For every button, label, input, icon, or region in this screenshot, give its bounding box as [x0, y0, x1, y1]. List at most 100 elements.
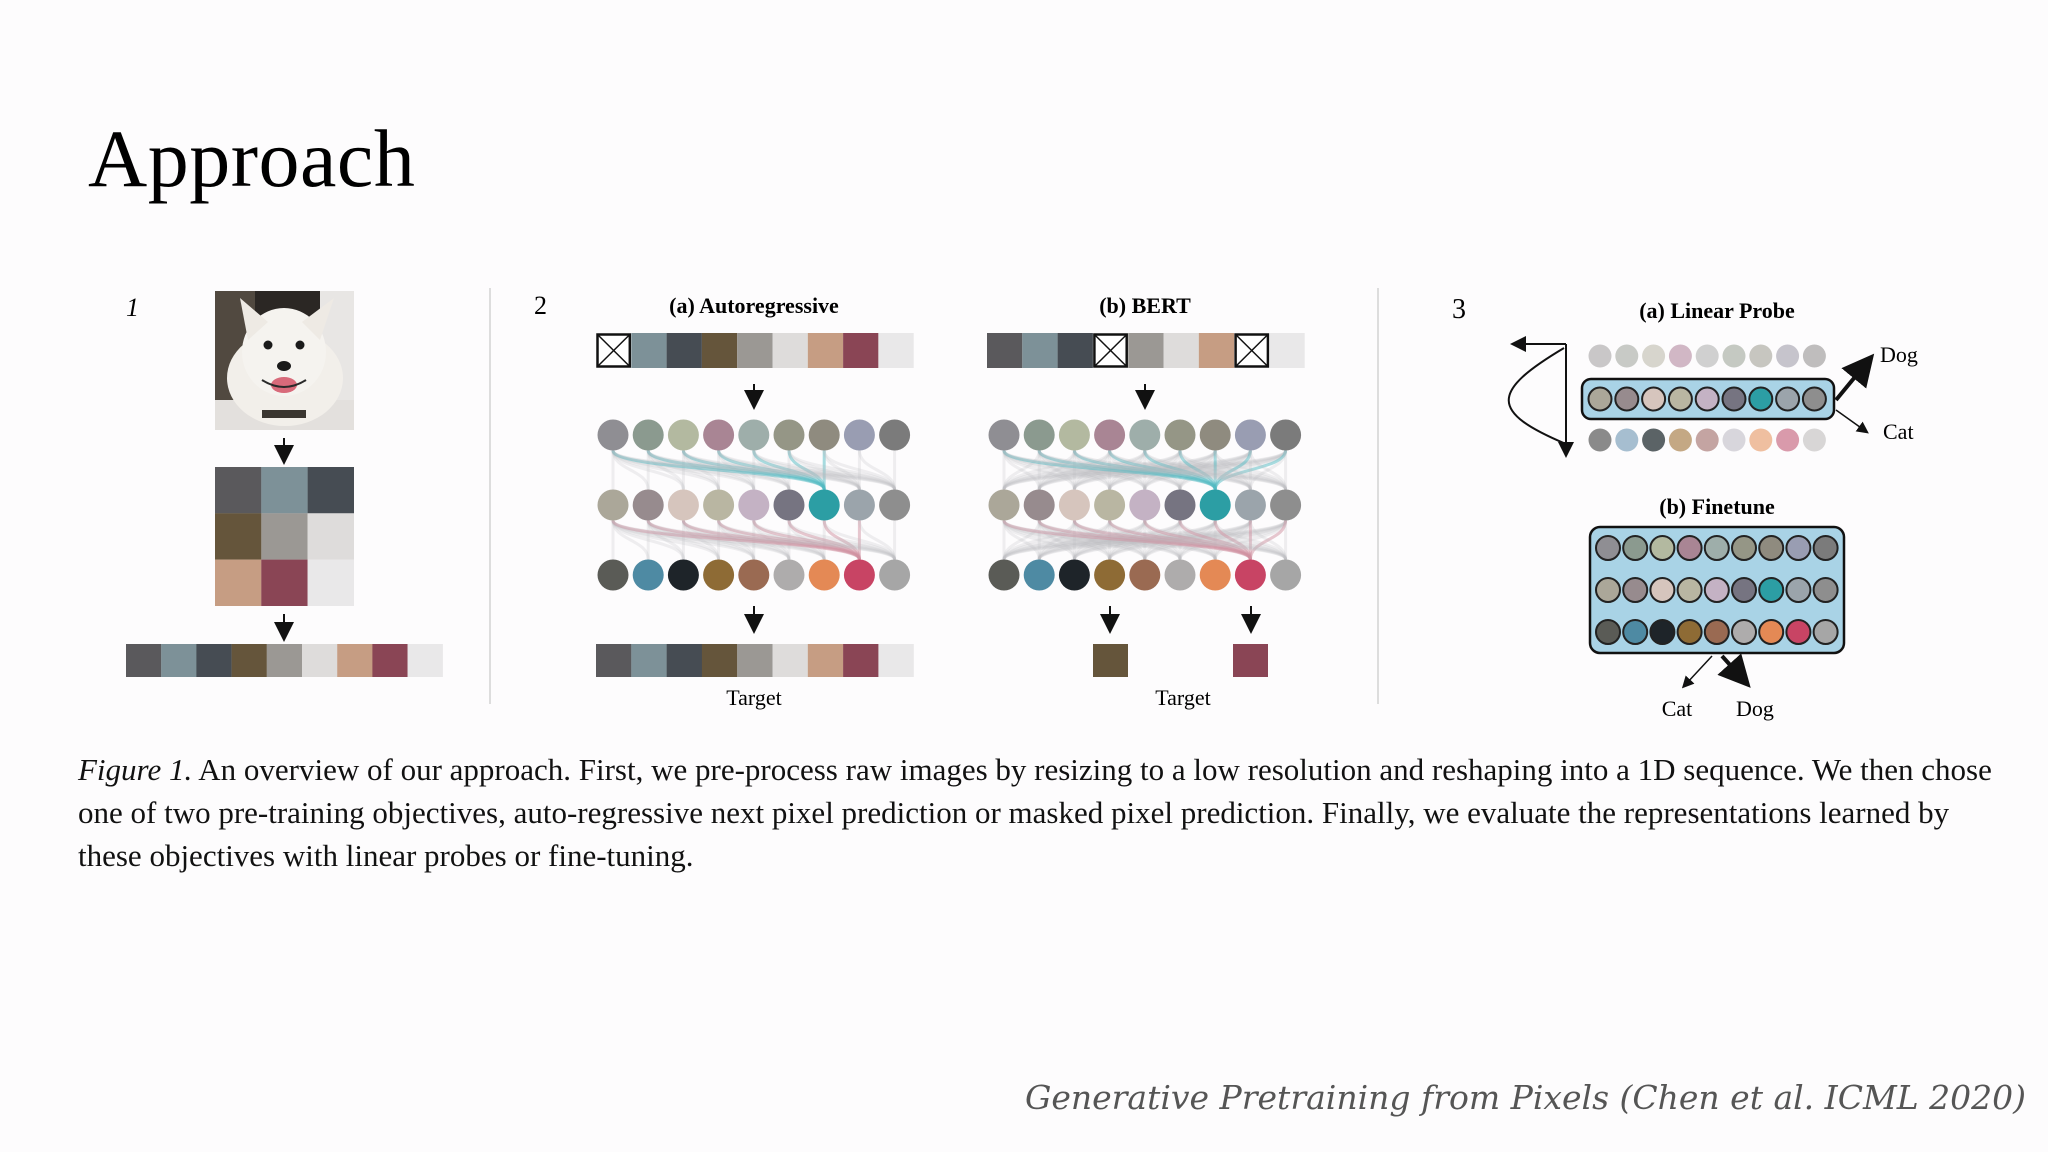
- attention-edge: [1037, 450, 1112, 490]
- attention-edge: [717, 449, 861, 491]
- attention-edge: [646, 450, 685, 490]
- hidden-unit: [879, 489, 911, 521]
- attention-edge: [611, 449, 721, 491]
- bert-title: (b) BERT: [1099, 293, 1191, 318]
- figure-caption: Figure 1. An overview of our approach. F…: [78, 748, 2008, 877]
- hidden-unit: [843, 559, 875, 591]
- attention-edge: [611, 450, 650, 490]
- attention-edge: [1002, 449, 1147, 491]
- attention-edge: [1178, 449, 1288, 491]
- attention-edge: [1037, 520, 1076, 560]
- attention-edge: [646, 449, 861, 491]
- target-pixel: [1233, 644, 1268, 677]
- finetune-dog-label: Dog: [1736, 696, 1774, 721]
- attention-edge: [681, 449, 897, 491]
- sequence-pixel: [126, 644, 162, 677]
- target-pixel: [596, 644, 632, 677]
- attention-edge: [646, 520, 721, 560]
- hidden-unit: [1023, 489, 1055, 521]
- hidden-unit: [632, 489, 664, 521]
- attention-edge: [1002, 450, 1076, 490]
- probe-unit-upper: [1615, 344, 1639, 368]
- mask-cross-line: [1094, 334, 1127, 367]
- sequence-pixel: [1057, 333, 1093, 368]
- attention-edge: [787, 450, 861, 490]
- autoregressive-target-sequence: [596, 644, 914, 677]
- attention-edge: [1178, 519, 1288, 561]
- mask-cross-line: [1235, 334, 1268, 367]
- attention-edge: [752, 449, 861, 491]
- attention-edge: [1002, 449, 1182, 491]
- panel-1-number: 1: [126, 293, 139, 322]
- attention-edge: [1037, 449, 1147, 491]
- attention-edge: [1002, 520, 1076, 560]
- probe-unit-selected: [1667, 386, 1693, 412]
- finetune-unit: [1812, 535, 1839, 561]
- probe-unit-upper: [1668, 344, 1692, 368]
- hidden-unit: [703, 489, 735, 521]
- autoregressive-transformer: [597, 419, 911, 591]
- target-pixel: [666, 644, 702, 677]
- hidden-unit: [1164, 489, 1196, 521]
- finetune-unit: [1649, 535, 1676, 561]
- probe-unit-upper: [1695, 344, 1719, 368]
- hidden-unit: [703, 419, 735, 451]
- attention-edge: [1213, 520, 1288, 560]
- hidden-unit: [1234, 489, 1266, 521]
- linear-probe-cat-label: Cat: [1883, 419, 1914, 444]
- finetune-unit: [1622, 619, 1649, 645]
- probe-unit-selected: [1748, 386, 1774, 412]
- attention-edge: [1037, 519, 1147, 561]
- bert-target-pixels: [1093, 644, 1268, 677]
- attention-edge: [1037, 449, 1288, 491]
- hidden-unit: [1270, 559, 1302, 591]
- pixel-cell: [261, 559, 308, 606]
- hidden-unit: [1270, 419, 1302, 451]
- sequence-pixel: [231, 644, 267, 677]
- attention-edge: [681, 450, 721, 490]
- sequence-pixel: [631, 333, 667, 368]
- sequence-pixel: [737, 333, 773, 368]
- finetune-unit: [1785, 577, 1812, 603]
- attention-edge: [1108, 519, 1288, 561]
- pixel-cell: [261, 467, 308, 514]
- probe-unit-selected: [1801, 386, 1827, 412]
- sequence-pixel: [878, 333, 914, 368]
- pixel-cell: [307, 467, 354, 514]
- sequence-pixel: [772, 333, 808, 368]
- caption-text: An overview of our approach. First, we p…: [78, 752, 1992, 873]
- attention-edge: [857, 520, 897, 560]
- attention-edge: [1108, 449, 1252, 491]
- finetune-title: (b) Finetune: [1659, 494, 1775, 519]
- pixel-cell: [215, 467, 262, 514]
- sequence-pixel: [337, 644, 373, 677]
- hidden-unit: [1164, 419, 1196, 451]
- attention-edge: [1037, 520, 1112, 560]
- probe-unit-upper: [1802, 344, 1826, 368]
- attention-edge: [1248, 520, 1288, 560]
- finetune-unit: [1703, 577, 1730, 603]
- hidden-unit: [703, 559, 735, 591]
- hidden-unit: [1094, 419, 1126, 451]
- attention-edge: [1108, 449, 1288, 491]
- hidden-unit: [843, 489, 875, 521]
- probe-unit-lower: [1588, 428, 1612, 452]
- attention-edge: [1002, 519, 1288, 561]
- attention-edge: [1213, 450, 1288, 490]
- hidden-unit: [1094, 559, 1126, 591]
- attention-edge: [1002, 450, 1076, 490]
- attention-edge: [717, 519, 897, 561]
- sequence-pixel: [1163, 333, 1199, 368]
- attention-edge: [1072, 449, 1288, 491]
- attention-edge: [611, 520, 685, 560]
- sequence-pixel: [1198, 333, 1235, 368]
- sequence-pixel: [843, 333, 879, 368]
- probe-unit-selected: [1721, 386, 1747, 412]
- pixel-cell: [215, 513, 262, 560]
- bert-transformer: [988, 419, 1302, 591]
- hidden-unit: [632, 559, 664, 591]
- probe-unit-upper: [1749, 344, 1773, 368]
- target-pixel: [807, 644, 844, 677]
- sequence-pixel: [1269, 333, 1305, 368]
- linear-probe-output-arrows: [1834, 353, 1875, 434]
